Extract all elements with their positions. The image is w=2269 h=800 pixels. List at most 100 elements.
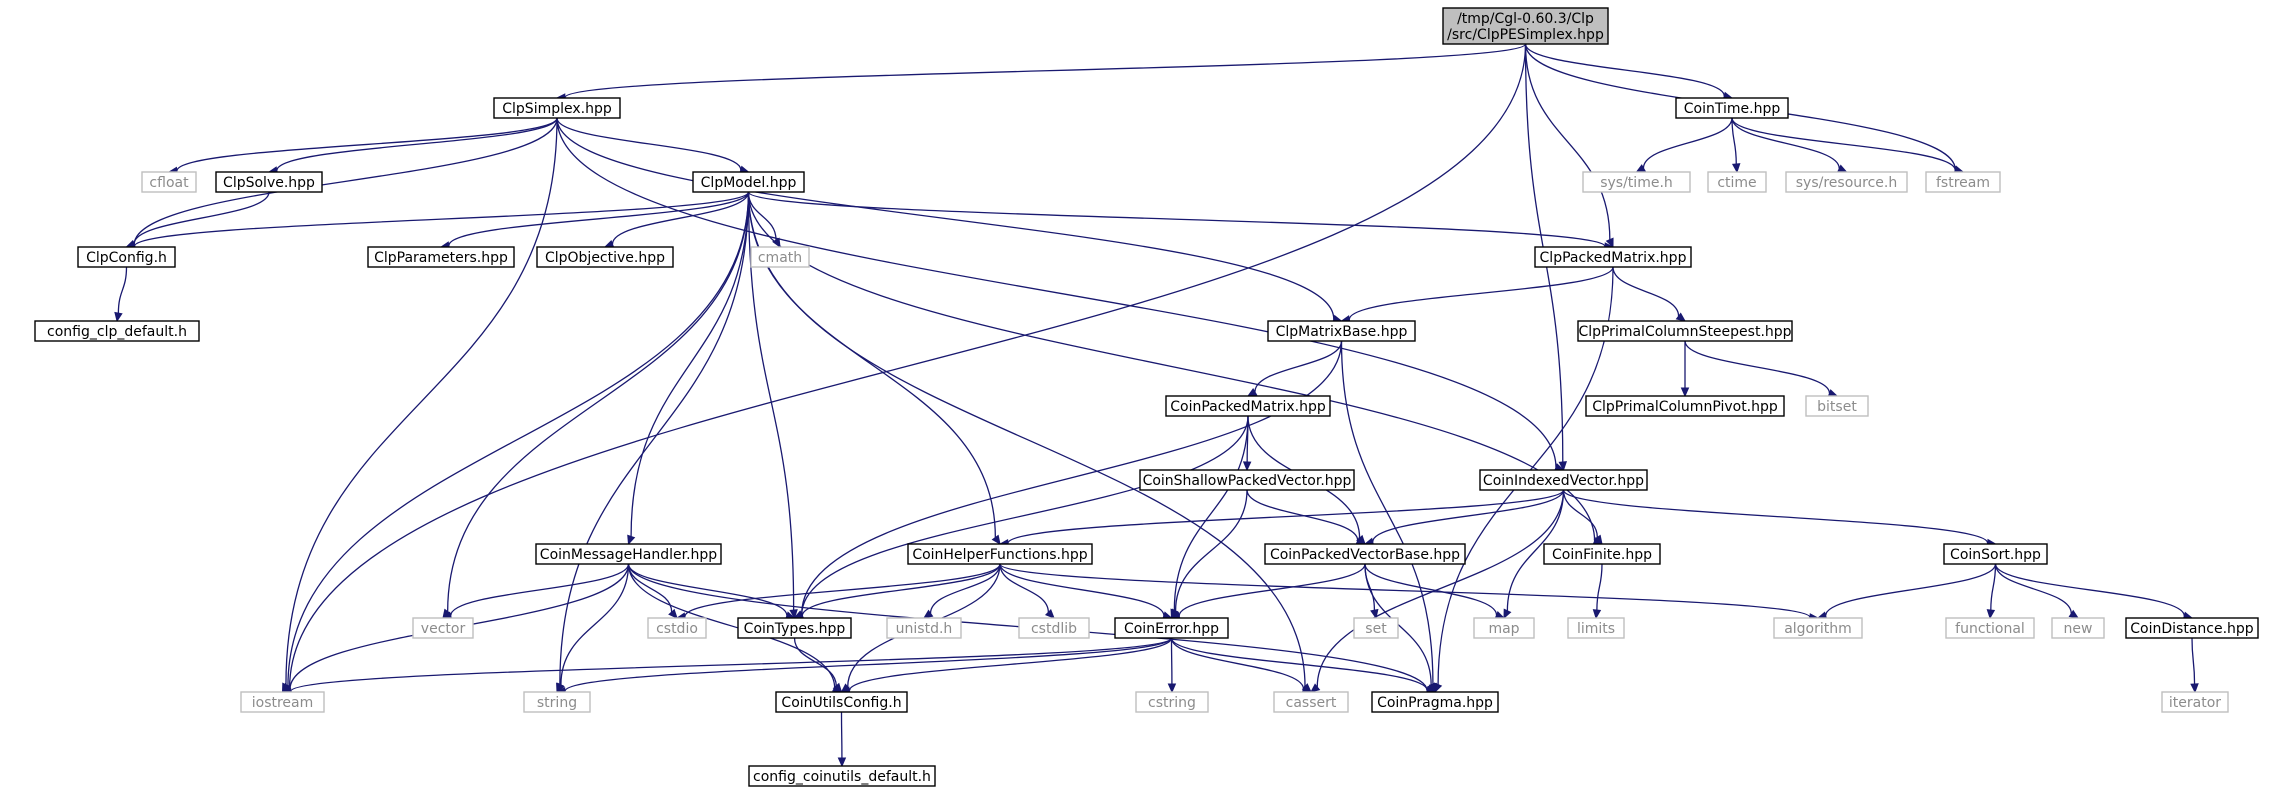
node-label-new: new: [2064, 621, 2093, 637]
node-algorithm: algorithm: [1773, 617, 1863, 639]
edge-CoinPVB-to-map: [1364, 563, 1498, 616]
node-box-fstream: [1925, 171, 2001, 193]
node-label-ClpConfig: ClpConfig.h: [86, 250, 167, 266]
edge-CoinIndexed-to-map: [1506, 489, 1565, 611]
node-label-ClpSimplex: ClpSimplex.hpp: [502, 101, 612, 117]
node-box-functional: [1945, 617, 2035, 639]
node-box-CoinHelper: [907, 543, 1093, 565]
arrowhead-CoinTime-to-ctime: [1731, 163, 1741, 174]
edge-CoinDistance-to-iterator: [2191, 637, 2196, 685]
edge-ClpModel-to-ClpObjective: [611, 191, 750, 245]
edge-CoinSort-to-algorithm: [1825, 563, 1997, 616]
node-ClpPCS[interactable]: ClpPrimalColumnSteepest.hpp: [1577, 320, 1793, 342]
node-CoinIndexed[interactable]: CoinIndexedVector.hpp: [1479, 469, 1648, 491]
node-ClpSimplex[interactable]: ClpSimplex.hpp: [493, 97, 621, 119]
node-CoinMsgHandler[interactable]: CoinMessageHandler.hpp: [535, 543, 722, 565]
node-CoinUtilsConfig[interactable]: CoinUtilsConfig.h: [775, 691, 908, 713]
node-box-ClpPCS: [1577, 320, 1793, 342]
node-ClpConfig[interactable]: ClpConfig.h: [77, 246, 176, 268]
arrowhead-ClpPCS-to-ClpPCP: [1680, 387, 1690, 398]
edge-ClpSolve-to-ClpConfig: [133, 191, 270, 245]
node-box-ClpPackedMatrix: [1534, 246, 1692, 268]
node-label-ClpMatrixBase: ClpMatrixBase.hpp: [1276, 324, 1408, 340]
edge-ClpConfig-to-config_clp: [117, 266, 128, 314]
node-ClpModel[interactable]: ClpModel.hpp: [692, 171, 805, 193]
node-box-ClpParameters: [367, 246, 515, 268]
node-ClpMatrixBase[interactable]: ClpMatrixBase.hpp: [1267, 320, 1416, 342]
edge-ClpPCS-to-bitset: [1684, 340, 1831, 394]
edge-CoinSort-to-CoinDistance: [1994, 563, 2185, 617]
node-label-vector: vector: [421, 621, 466, 637]
node-root[interactable]: /tmp/Cgl-0.60.3/Clp/src/ClpPESimplex.hpp: [1442, 7, 1609, 45]
node-box-systime: [1582, 171, 1691, 193]
node-box-cmath: [750, 246, 810, 268]
edge-ClpModel-to-vector: [447, 191, 750, 612]
edge-CoinIndexed-to-cassert: [1316, 489, 1565, 688]
edge-ClpModel-to-string: [559, 191, 750, 685]
edge-ClpSimplex-to-iostream: [285, 117, 558, 685]
arrowhead-CoinIndexed-to-CoinFinite: [1593, 534, 1603, 546]
node-config_coinutils[interactable]: config_coinutils_default.h: [748, 765, 936, 787]
node-CoinTime[interactable]: CoinTime.hpp: [1675, 97, 1789, 119]
node-ClpParameters[interactable]: ClpParameters.hpp: [367, 246, 515, 268]
node-label-unistd: unistd.h: [896, 621, 953, 637]
node-ClpPCP[interactable]: ClpPrimalColumnPivot.hpp: [1585, 395, 1785, 417]
node-ClpObjective[interactable]: ClpObjective.hpp: [536, 246, 674, 268]
edge-CoinHelper-to-algorithm: [999, 563, 1811, 619]
node-box-CoinPVB: [1264, 543, 1466, 565]
node-label-cstdlib: cstdlib: [1031, 621, 1077, 637]
node-label-cfloat: cfloat: [149, 175, 189, 191]
node-label-ClpPCP: ClpPrimalColumnPivot.hpp: [1592, 399, 1778, 415]
node-label-CoinPragma: CoinPragma.hpp: [1377, 695, 1493, 711]
arrowhead-ClpPackedMatrix-to-ClpPCS: [1675, 312, 1686, 322]
edge-CoinTime-to-fstream: [1731, 117, 1956, 171]
node-string: string: [523, 691, 591, 713]
node-ClpSolve[interactable]: ClpSolve.hpp: [215, 171, 323, 193]
edge-CoinError-to-CoinUtilsConfig: [848, 637, 1173, 691]
node-CoinPragma[interactable]: CoinPragma.hpp: [1371, 691, 1499, 713]
node-box-set: [1353, 617, 1399, 639]
arrowhead-CoinMsgHandler-to-cstdio: [668, 608, 678, 619]
arrowhead-CoinUtilsConfig-to-config_coinutils: [837, 757, 847, 768]
edge-CoinIndexed-to-CoinPVB: [1372, 489, 1565, 543]
arrowhead-root-to-CoinIndexed: [1558, 461, 1567, 472]
node-label-CoinMsgHandler: CoinMessageHandler.hpp: [540, 547, 718, 563]
node-box-iterator: [2161, 691, 2229, 713]
node-CoinPackedMatrix[interactable]: CoinPackedMatrix.hpp: [1165, 395, 1331, 417]
node-CoinError[interactable]: CoinError.hpp: [1114, 617, 1229, 639]
node-CoinSort[interactable]: CoinSort.hpp: [1943, 543, 2048, 565]
node-label-config_coinutils: config_coinutils_default.h: [753, 769, 931, 785]
node-CoinFinite[interactable]: CoinFinite.hpp: [1543, 543, 1661, 565]
node-CoinPVB[interactable]: CoinPackedVectorBase.hpp: [1264, 543, 1466, 565]
node-ClpPackedMatrix[interactable]: ClpPackedMatrix.hpp: [1534, 246, 1692, 268]
node-box-ClpSolve: [215, 171, 323, 193]
node-CoinShallow[interactable]: CoinShallowPackedVector.hpp: [1139, 469, 1355, 491]
edge-ClpMatrixBase-to-CoinTypes: [800, 340, 1343, 615]
arrowhead-CoinPVB-to-set: [1370, 608, 1379, 620]
node-box-CoinMsgHandler: [535, 543, 722, 565]
node-label-CoinTime: CoinTime.hpp: [1684, 101, 1781, 117]
edge-CoinHelper-to-cstdio: [684, 563, 1001, 617]
node-label-set: set: [1365, 621, 1387, 637]
node-CoinDistance[interactable]: CoinDistance.hpp: [2125, 617, 2259, 639]
edge-ClpPackedMatrix-to-ClpPCS: [1612, 266, 1680, 317]
node-box-CoinDistance: [2125, 617, 2259, 639]
node-box-new: [2051, 617, 2105, 639]
node-box-ClpObjective: [536, 246, 674, 268]
node-cmath: cmath: [750, 246, 810, 268]
node-config_clp[interactable]: config_clp_default.h: [34, 320, 200, 342]
node-label-ClpObjective: ClpObjective.hpp: [545, 250, 665, 266]
arrowhead-CoinMsgHandler-to-string: [556, 682, 565, 694]
node-label-CoinIndexed: CoinIndexedVector.hpp: [1483, 473, 1644, 489]
edge-CoinTime-to-systime: [1642, 117, 1733, 169]
node-label-map: map: [1488, 621, 1519, 637]
node-box-cstdio: [647, 617, 707, 639]
node-CoinTypes[interactable]: CoinTypes.hpp: [737, 617, 852, 639]
edge-CoinMsgHandler-to-vector: [450, 563, 630, 616]
node-label-CoinDistance: CoinDistance.hpp: [2130, 621, 2254, 637]
arrowhead-CoinHelper-to-unistd: [922, 609, 934, 619]
node-CoinHelper[interactable]: CoinHelperFunctions.hpp: [907, 543, 1093, 565]
node-box-CoinUtilsConfig: [775, 691, 908, 713]
node-box-ClpSimplex: [493, 97, 621, 119]
node-set: set: [1353, 617, 1399, 639]
